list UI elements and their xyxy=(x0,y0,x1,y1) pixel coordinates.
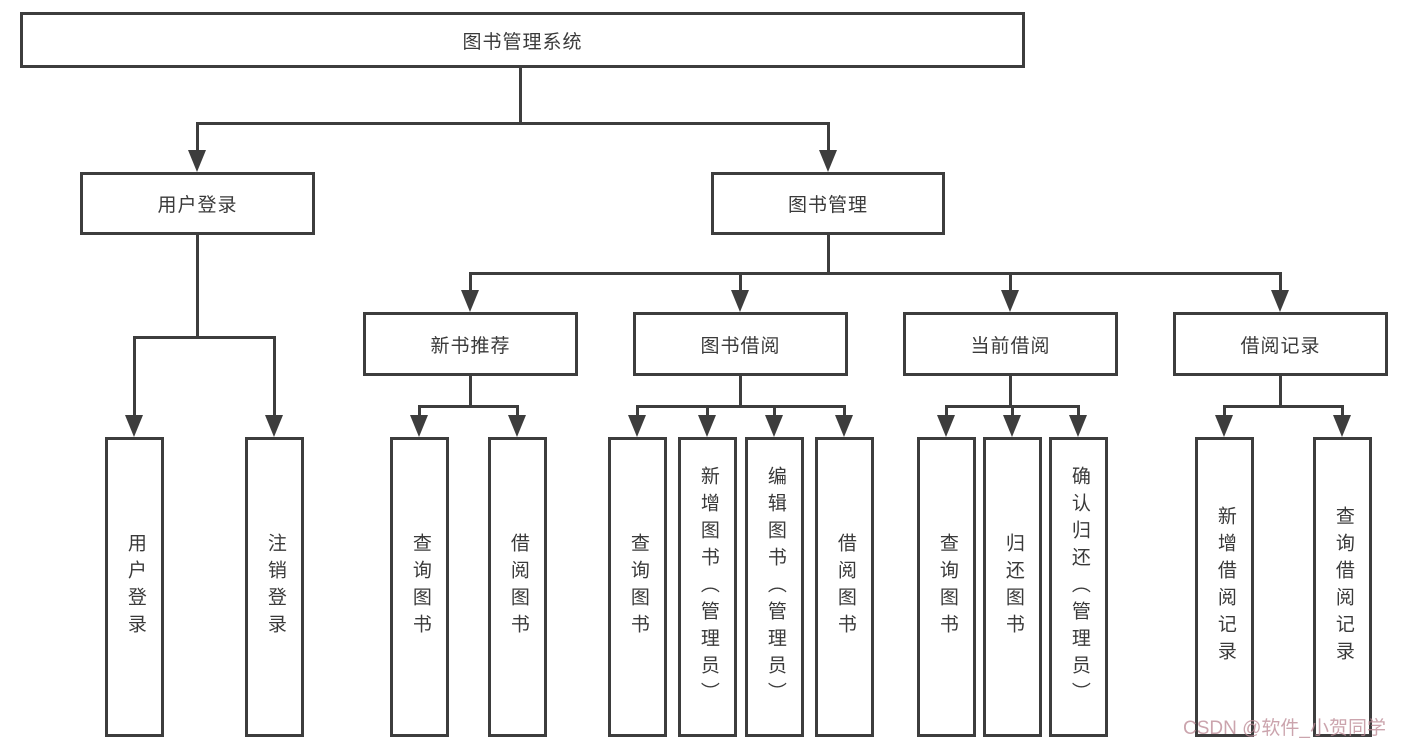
connector-newbook-hline xyxy=(418,405,519,408)
connector-drop-nb1 xyxy=(418,405,421,417)
arrow-to-cb1 xyxy=(937,415,955,437)
leaf-logout-label: 注销登录 xyxy=(264,533,286,641)
leaf-user-login: 用户登录 xyxy=(105,437,164,737)
arrow-to-br1 xyxy=(1215,415,1233,437)
arrow-to-borrow-record xyxy=(1271,290,1289,312)
node-user-login: 用户登录 xyxy=(80,172,315,235)
arrow-to-bb2 xyxy=(698,415,716,437)
arrow-to-leaf-logout xyxy=(265,415,283,437)
node-new-book-recommend: 新书推荐 xyxy=(363,312,578,376)
connector-drop-cb2 xyxy=(1011,405,1014,417)
leaf-confirm-return-admin: 确认归还（管理员） xyxy=(1049,437,1108,737)
connector-drop-bb4 xyxy=(843,405,846,417)
connector-userlogin-vline xyxy=(196,235,199,339)
leaf-return-books: 归还图书 xyxy=(983,437,1042,737)
node-borrow-records: 借阅记录 xyxy=(1173,312,1388,376)
connector-drop-book-mgmt xyxy=(827,122,830,154)
leaf-query-books-borrow-label: 查询图书 xyxy=(627,533,649,641)
connector-bookmgmt-vline xyxy=(827,235,830,275)
arrow-to-current-borrow xyxy=(1001,290,1019,312)
node-current-borrowing: 当前借阅 xyxy=(903,312,1118,376)
connector-drop-br1 xyxy=(1223,405,1226,417)
connector-drop-cb3 xyxy=(1077,405,1080,417)
connector-drop-borrow-record xyxy=(1279,272,1282,292)
leaf-query-books-borrow: 查询图书 xyxy=(608,437,667,737)
arrow-to-leaf-login xyxy=(125,415,143,437)
arrow-to-bb4 xyxy=(835,415,853,437)
leaf-borrow-books-newbook-label: 借阅图书 xyxy=(507,533,529,641)
leaf-query-borrow-record-label: 查询借阅记录 xyxy=(1332,506,1354,668)
leaf-return-books-label: 归还图书 xyxy=(1002,533,1024,641)
connector-drop-bb1 xyxy=(636,405,639,417)
leaf-query-books-newbook: 查询图书 xyxy=(390,437,449,737)
connector-drop-br2 xyxy=(1341,405,1344,417)
connector-borrowrecord-vline xyxy=(1279,376,1282,408)
leaf-add-book-admin-label: 新增图书（管理员） xyxy=(697,465,719,709)
connector-drop-current-borrow xyxy=(1009,272,1012,292)
leaf-query-borrow-record: 查询借阅记录 xyxy=(1313,437,1372,737)
connector-bookmgmt-hline xyxy=(469,272,1282,275)
connector-bookborrow-vline xyxy=(739,376,742,408)
leaf-edit-book-admin: 编辑图书（管理员） xyxy=(745,437,804,737)
arrow-to-user-login xyxy=(188,150,206,172)
leaf-query-books-current-label: 查询图书 xyxy=(936,533,958,641)
connector-root-vline xyxy=(519,68,522,125)
node-book-management: 图书管理 xyxy=(711,172,945,235)
leaf-add-borrow-record-label: 新增借阅记录 xyxy=(1214,506,1236,668)
arrow-to-new-book xyxy=(461,290,479,312)
arrow-to-bb3 xyxy=(765,415,783,437)
connector-drop-book-borrow xyxy=(739,272,742,292)
node-book-borrowing: 图书借阅 xyxy=(633,312,848,376)
connector-drop-bb3 xyxy=(773,405,776,417)
leaf-query-books-newbook-label: 查询图书 xyxy=(409,533,431,641)
csdn-watermark: CSDN @软件_小贺同学 xyxy=(1183,718,1386,739)
arrow-to-nb2 xyxy=(508,415,526,437)
leaf-logout: 注销登录 xyxy=(245,437,304,737)
connector-drop-bb2 xyxy=(706,405,709,417)
arrow-to-bb1 xyxy=(628,415,646,437)
node-root: 图书管理系统 xyxy=(20,12,1025,68)
arrow-to-book-mgmt xyxy=(819,150,837,172)
arrow-to-cb3 xyxy=(1069,415,1087,437)
arrow-to-book-borrow xyxy=(731,290,749,312)
leaf-add-borrow-record: 新增借阅记录 xyxy=(1195,437,1254,737)
arrow-to-br2 xyxy=(1333,415,1351,437)
connector-drop-cb1 xyxy=(945,405,948,417)
leaf-add-book-admin: 新增图书（管理员） xyxy=(678,437,737,737)
connector-drop-user-login xyxy=(196,122,199,154)
connector-bookborrow-hline xyxy=(636,405,846,408)
connector-drop-leaf-logout xyxy=(273,336,276,417)
leaf-query-books-current: 查询图书 xyxy=(917,437,976,737)
leaf-borrow-books-borrow-label: 借阅图书 xyxy=(834,533,856,641)
leaf-user-login-label: 用户登录 xyxy=(124,533,146,641)
leaf-borrow-books-newbook: 借阅图书 xyxy=(488,437,547,737)
leaf-edit-book-admin-label: 编辑图书（管理员） xyxy=(764,465,786,709)
leaf-confirm-return-admin-label: 确认归还（管理员） xyxy=(1068,465,1090,709)
connector-borrowrecord-hline xyxy=(1223,405,1344,408)
connector-drop-new-book xyxy=(469,272,472,292)
connector-newbook-vline xyxy=(469,376,472,408)
connector-userlogin-hline xyxy=(133,336,276,339)
arrow-to-cb2 xyxy=(1003,415,1021,437)
connector-drop-nb2 xyxy=(516,405,519,417)
leaf-borrow-books-borrow: 借阅图书 xyxy=(815,437,874,737)
arrow-to-nb1 xyxy=(410,415,428,437)
connector-root-hline xyxy=(196,122,830,125)
connector-currentborrow-vline xyxy=(1009,376,1012,408)
connector-drop-leaf-login xyxy=(133,336,136,417)
